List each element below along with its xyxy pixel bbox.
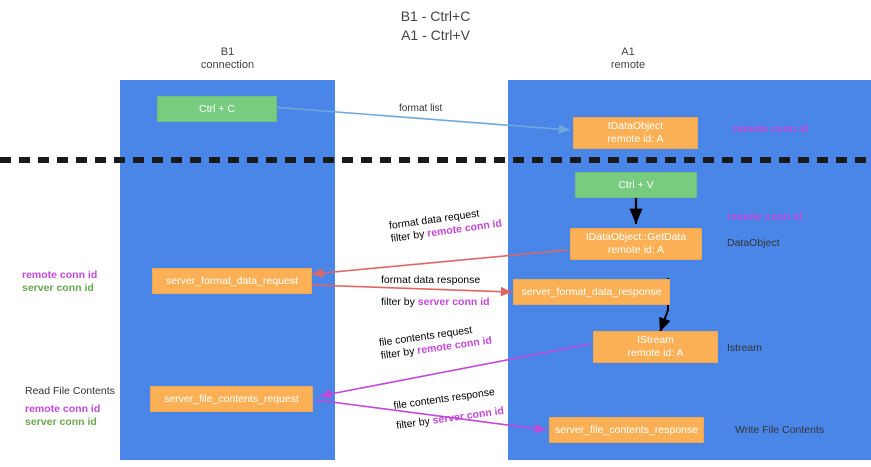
edge-label-format-data-response-filter: filter by server conn id [381,296,490,309]
edge-label-file-contents-response-group: file contents response filter by server … [393,385,505,433]
edge-label-format-data-response-group: format data response filter by server co… [381,274,490,309]
filter-prefix: filter by [381,296,418,308]
annotation-left-remote-conn-id: remote conn id [22,269,98,281]
annotation-istream: Istream [727,342,763,354]
filter-key-server-conn-id: server conn id [431,404,505,427]
annotation-right-mid-remote-conn-id: remote conn id [727,211,803,223]
box-server-file-contents-response[interactable]: server_file_contents_response [549,417,704,443]
box-ctrl-v[interactable]: Ctrl + V [575,172,697,198]
filter-prefix: filter by [395,414,434,432]
edge-label-format-data-response: format data response [381,274,481,286]
annotation-left-bottom-remote-conn-id: remote conn id [25,403,101,415]
annotation-left-server-conn-id: server conn id [22,282,94,294]
annotation-write-file-contents: Write File Contents [735,424,825,436]
box-server-format-data-request[interactable]: server_format_data_request [152,268,312,294]
edge-label-format-list: format list [399,103,443,114]
box-istream[interactable]: IStream remote id: A [593,331,718,363]
diagram-title: B1 - Ctrl+C A1 - Ctrl+V [400,8,471,43]
box-server-file-contents-request[interactable]: server_file_contents_request [150,386,313,412]
annotation-read-file-contents: Read File Contents [25,385,115,397]
filter-key-server-conn-id: server conn id [417,296,490,308]
box-idataobject[interactable]: IDataObject remote id: A [573,117,698,149]
annotation-right-top-remote-conn-id: remote conn id [733,123,809,135]
column-header-b1: B1 connection [200,46,255,71]
box-ctrl-c[interactable]: Ctrl + C [157,96,277,122]
box-idataobject-getdata[interactable]: IDataObject::GetData remote id: A [570,228,702,260]
edge-label-file-contents-request-group: file contents request filter by remote c… [378,322,493,363]
column-header-a1: A1 remote [610,46,646,71]
edge-label-format-data-request-group: format data request filter by remote con… [388,205,503,246]
box-server-format-data-response[interactable]: server_format_data_response [513,279,670,305]
annotation-left-bottom-server-conn-id: server conn id [25,416,97,428]
annotation-dataobject: DataObject [727,237,780,249]
